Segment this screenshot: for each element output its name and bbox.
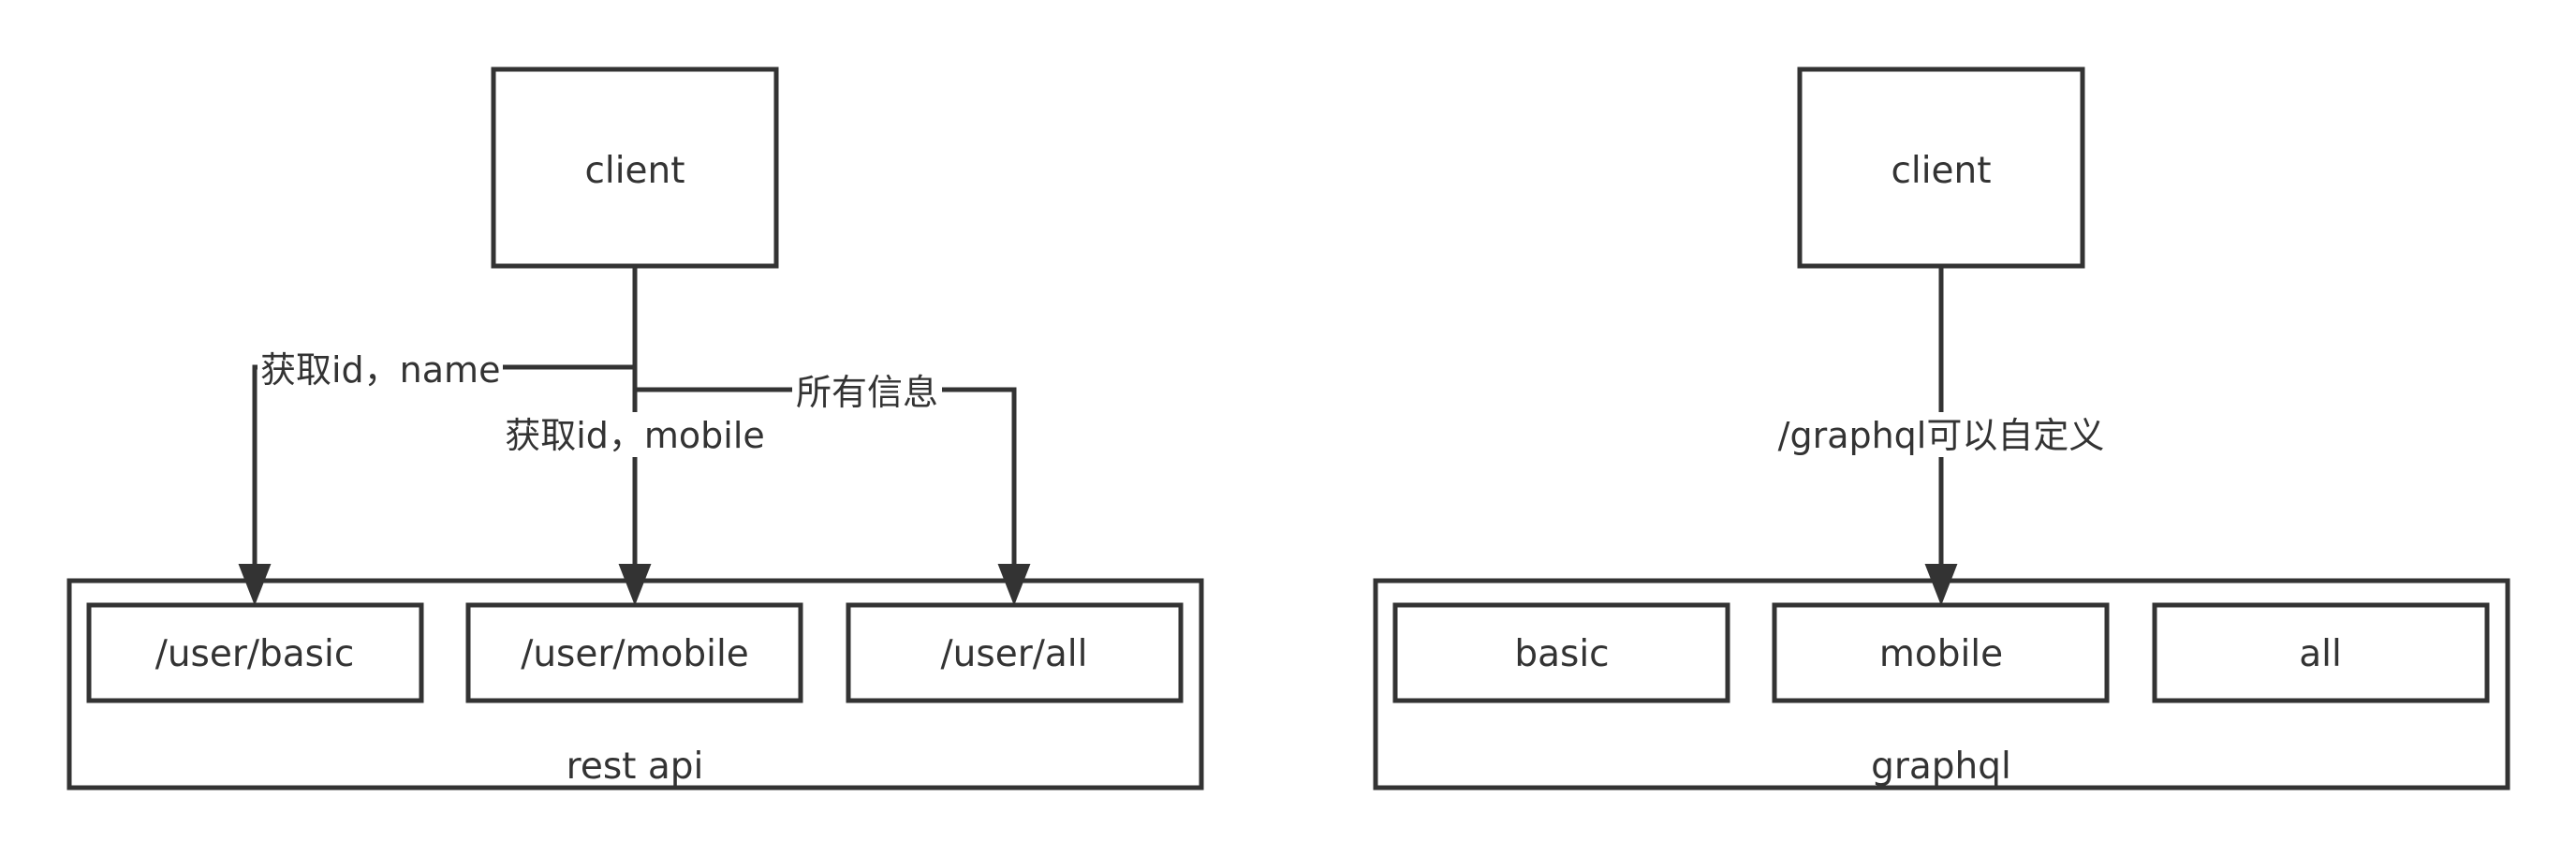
arrowhead-user-mobile	[618, 564, 652, 606]
arrowhead-graphql	[1924, 564, 1958, 606]
rest-api-label: rest api	[567, 746, 704, 788]
endpoint-user-mobile-label: /user/mobile	[521, 633, 749, 675]
rest-diagram: rest api client /user/basic /user/mobile…	[66, 66, 1204, 791]
rest-client-node	[491, 66, 779, 269]
edge-label-id-mobile: 获取id，mobile	[505, 415, 765, 456]
graphql-client-node	[1797, 66, 2085, 269]
endpoint-user-basic	[86, 602, 424, 703]
edge-to-user-all	[635, 387, 1017, 569]
graphql-client-label: client	[1891, 150, 1991, 192]
graphql-diagram: graphql client basic mobile all /graphql…	[1373, 66, 2510, 791]
rest-client-label: client	[584, 150, 684, 192]
endpoint-user-all-label: /user/all	[941, 633, 1088, 675]
endpoint-user-basic-label: /user/basic	[155, 633, 355, 675]
field-basic	[1392, 602, 1730, 703]
arrowhead-user-all	[997, 564, 1031, 606]
edge-label-all-info: 所有信息	[796, 372, 938, 413]
graphql-label: graphql	[1871, 746, 2011, 788]
field-all	[2152, 602, 2490, 703]
edge-label-graphql-custom: /graphql可以自定义	[1778, 415, 2105, 456]
endpoint-user-mobile	[465, 602, 803, 703]
endpoint-user-all	[846, 602, 1184, 703]
arrowhead-user-basic	[238, 564, 272, 606]
field-mobile-label: mobile	[1879, 633, 2003, 675]
field-basic-label: basic	[1514, 633, 1609, 675]
field-mobile	[1772, 602, 2110, 703]
edge-label-id-name: 获取id，name	[260, 349, 500, 391]
field-all-label: all	[2299, 633, 2342, 675]
